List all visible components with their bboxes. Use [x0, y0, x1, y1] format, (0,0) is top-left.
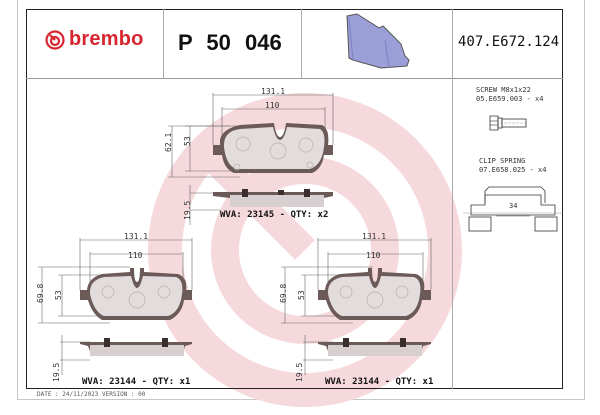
screw-name: SCREW M8x1x22 [476, 86, 531, 94]
accessory-divider [452, 9, 453, 389]
dim-width-overall: 131.1 [362, 232, 387, 241]
header-divider [163, 9, 164, 79]
dim-width-inner: 110 [265, 101, 280, 110]
dim-height-pad: 53 [183, 136, 192, 146]
clip-name: CLIP SPRING [479, 157, 526, 165]
dim-height-overall: 62.1 [164, 132, 173, 152]
pad-drawing-bottom-left [38, 238, 193, 375]
clip-code: 07.E658.025 - x4 [479, 166, 547, 174]
reference-code: 407.E672.124 [458, 34, 560, 50]
header-divider [301, 9, 302, 79]
screw-code: 05.E659.003 - x4 [476, 95, 544, 103]
pad-drawing-bottom-right [281, 238, 432, 375]
clip-dimension: 34 [509, 202, 518, 210]
wva-label: WVA: 23144 - QTY: x1 [325, 377, 434, 387]
dim-thickness: 19.5 [183, 200, 192, 220]
wva-label: WVA: 23145 - QTY: x2 [220, 210, 329, 220]
screw-icon [489, 115, 528, 131]
brand-name: brembo [69, 28, 144, 50]
wva-label: WVA: 23144 - QTY: x1 [82, 377, 191, 387]
header-row [26, 9, 563, 79]
part-number: P 50 046 [178, 30, 282, 55]
drawing-frame [26, 9, 563, 389]
dim-height-overall: 69.8 [279, 283, 288, 303]
brembo-disc-icon [45, 29, 65, 50]
dim-width-inner: 110 [366, 251, 381, 260]
dim-thickness: 19.5 [52, 362, 61, 382]
pad-drawing-top [168, 93, 334, 225]
dim-width-inner: 110 [128, 251, 143, 260]
dim-width-overall: 131.1 [124, 232, 149, 241]
clip-spring-icon [463, 186, 563, 232]
dim-height-pad: 53 [54, 290, 63, 300]
dim-height-overall: 69.8 [36, 283, 45, 303]
dim-width-overall: 131.1 [261, 87, 286, 96]
dim-height-pad: 53 [297, 290, 306, 300]
footer-date-version: DATE : 24/11/2023 VERSION : 00 [37, 391, 146, 398]
dim-thickness: 19.5 [295, 362, 304, 382]
brembo-logo: brembo [45, 28, 144, 51]
brake-pad-product-icon [346, 13, 410, 69]
